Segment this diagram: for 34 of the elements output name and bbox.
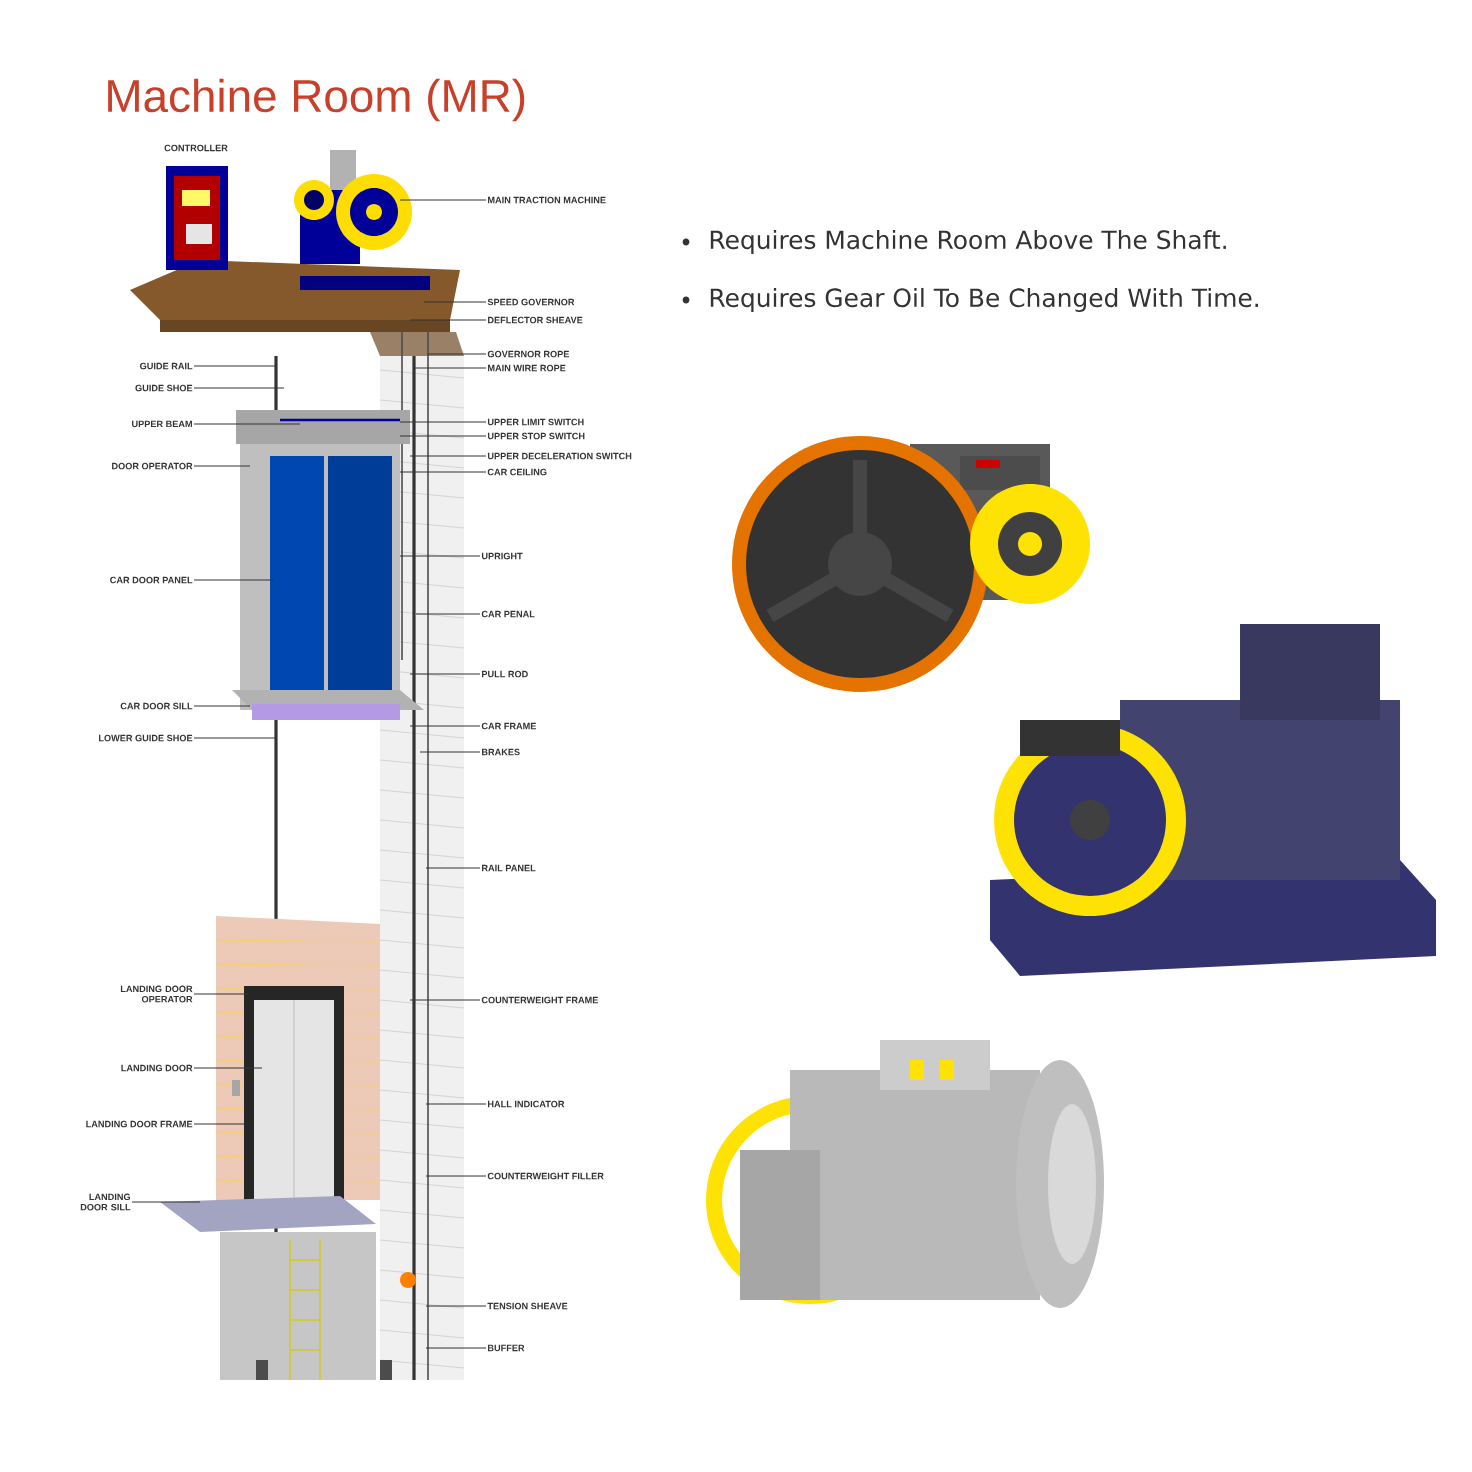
leader-line (427, 353, 487, 355)
leader-line (409, 673, 481, 675)
leader-line (399, 421, 487, 423)
leader-line (193, 387, 285, 389)
leader-line (425, 1347, 487, 1349)
bullet-point: Requires Machine Room Above The Shaft. (682, 229, 1226, 255)
leader-line (399, 199, 487, 201)
leader-line (409, 999, 481, 1001)
leader-line (419, 751, 481, 753)
leader-line (193, 465, 251, 467)
leader-line (193, 365, 277, 367)
leader-line (193, 1067, 263, 1069)
bullet-point: Requires Gear Oil To Be Changed With Time. (682, 287, 1258, 313)
leader-line (409, 319, 487, 321)
leader-line (425, 1175, 487, 1177)
leader-line (423, 301, 487, 303)
leader-line (193, 993, 249, 995)
leader-line (425, 1305, 487, 1307)
leader-line (399, 435, 487, 437)
leader-line (399, 555, 481, 557)
leader-line (193, 1123, 245, 1125)
leader-line (409, 725, 481, 727)
leader-line (193, 423, 301, 425)
leader-line (193, 579, 275, 581)
leader-line (425, 867, 481, 869)
leader-line (415, 613, 481, 615)
leader-line (193, 737, 277, 739)
leader-line (131, 1201, 201, 1203)
leader-line (425, 1103, 487, 1105)
title: Machine Room (MR) (108, 78, 525, 122)
leader-line (409, 455, 487, 457)
leader-line (413, 367, 487, 369)
leader-line (193, 705, 251, 707)
leader-line (399, 471, 487, 473)
